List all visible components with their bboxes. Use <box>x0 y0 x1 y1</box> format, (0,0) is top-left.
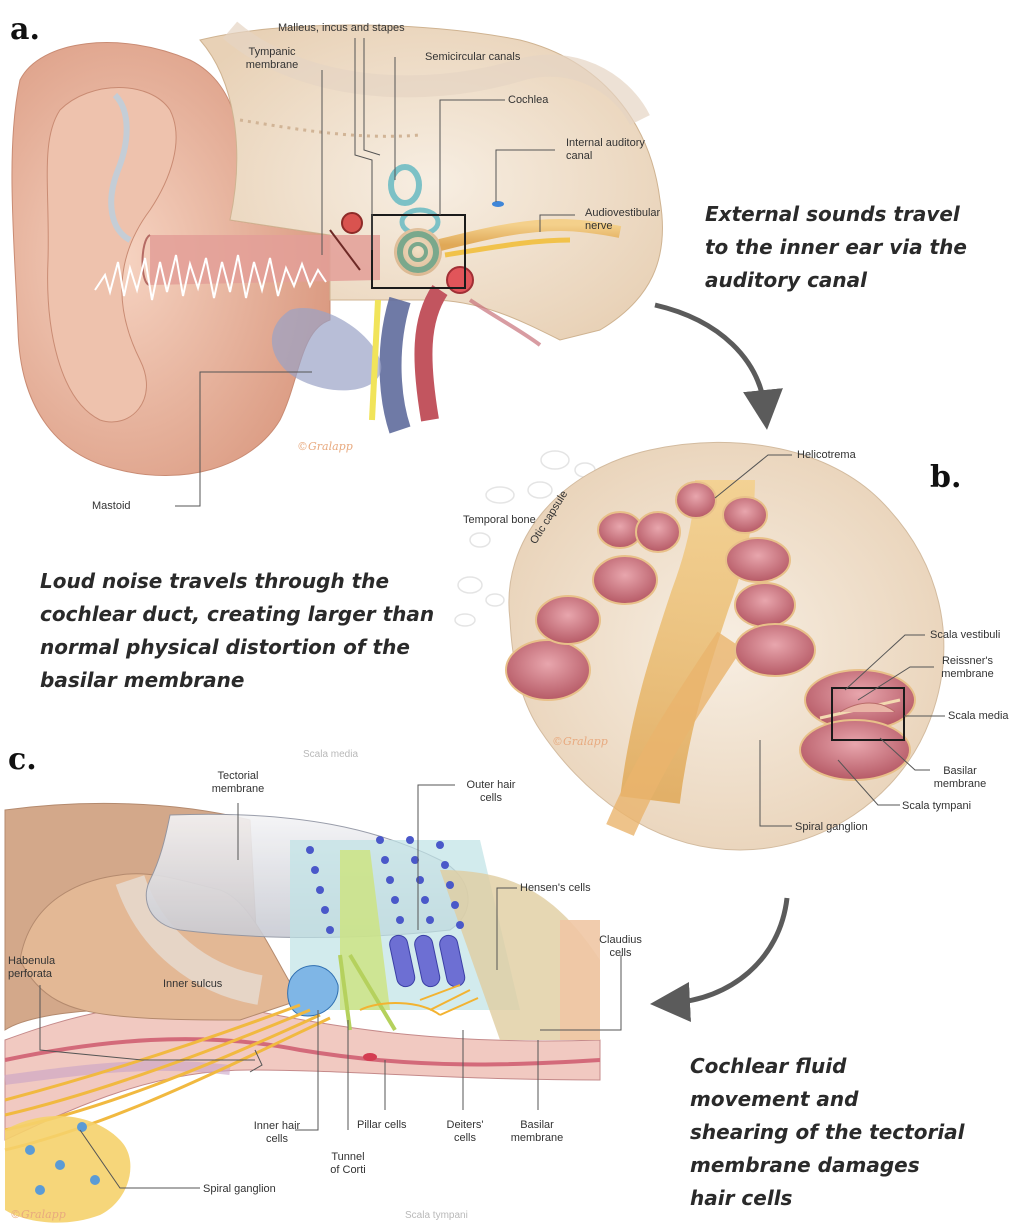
label-tympanic-membrane: Tympanic membrane <box>232 46 312 72</box>
caption-loud-noise: Loud noise travels through the cochlear … <box>40 565 434 697</box>
label-scala-tympani-b: Scala tympani <box>902 800 971 813</box>
panel-a-ear-illustration <box>12 25 663 476</box>
label-semicircular-canals: Semicircular canals <box>425 51 520 64</box>
label-deiters-cells: Deiters' cells <box>435 1119 495 1145</box>
label-tectorial-membrane: Tectorial membrane <box>203 770 273 796</box>
panel-label-a: a. <box>10 12 40 47</box>
label-temporal-bone: Temporal bone <box>463 514 536 527</box>
label-internal-auditory-canal: Internal auditory canal <box>566 137 645 163</box>
panel-label-c: c. <box>8 742 37 777</box>
label-outer-hair-cells: Outer hair cells <box>455 779 527 805</box>
label-scala-tympani-c: Scala tympani <box>405 1209 468 1222</box>
label-basilar-membrane-b: Basilar membrane <box>925 765 995 791</box>
label-ossicles: Malleus, incus and stapes <box>278 22 405 35</box>
label-reissners-membrane: Reissner's membrane <box>930 655 1005 681</box>
caption-external-sounds: External sounds travel to the inner ear … <box>705 198 967 297</box>
watermark-panel-c: ©Gralapp <box>10 1208 66 1221</box>
label-habenula-perforata: Habenula perforata <box>8 955 55 981</box>
label-pillar-cells: Pillar cells <box>357 1119 407 1132</box>
label-basilar-membrane-c: Basilar membrane <box>506 1119 568 1145</box>
label-helicotrema: Helicotrema <box>797 449 856 462</box>
panel-c-organ-of-corti-illustration <box>5 803 600 1222</box>
label-scala-media-c: Scala media <box>303 748 358 761</box>
watermark-panel-a: ©Gralapp <box>297 440 353 453</box>
panel-b-cochlea-illustration <box>455 442 944 850</box>
label-inner-sulcus: Inner sulcus <box>163 978 222 991</box>
label-inner-hair-cells: Inner hair cells <box>246 1120 308 1146</box>
label-spiral-ganglion-b: Spiral ganglion <box>795 821 868 834</box>
arrow-b-to-c <box>670 898 787 1003</box>
label-audiovestibular-nerve: Audiovestibular nerve <box>585 207 660 233</box>
outer-hair-cell-bodies <box>388 934 466 989</box>
label-cochlea: Cochlea <box>508 94 548 107</box>
arrow-a-to-b <box>655 305 765 410</box>
label-claudius-cells: Claudius cells <box>588 934 653 960</box>
label-tunnel-of-corti: Tunnel of Corti <box>317 1151 379 1177</box>
label-scala-vestibuli: Scala vestibuli <box>930 629 1000 642</box>
label-spiral-ganglion-c: Spiral ganglion <box>203 1183 276 1196</box>
watermark-panel-b: ©Gralapp <box>552 735 608 748</box>
label-mastoid: Mastoid <box>92 500 131 513</box>
caption-cochlear-fluid: Cochlear fluid movement and shearing of … <box>690 1050 965 1215</box>
panel-label-b: b. <box>930 460 961 495</box>
label-hensens-cells: Hensen's cells <box>520 882 591 895</box>
label-scala-media: Scala media <box>948 710 1009 723</box>
